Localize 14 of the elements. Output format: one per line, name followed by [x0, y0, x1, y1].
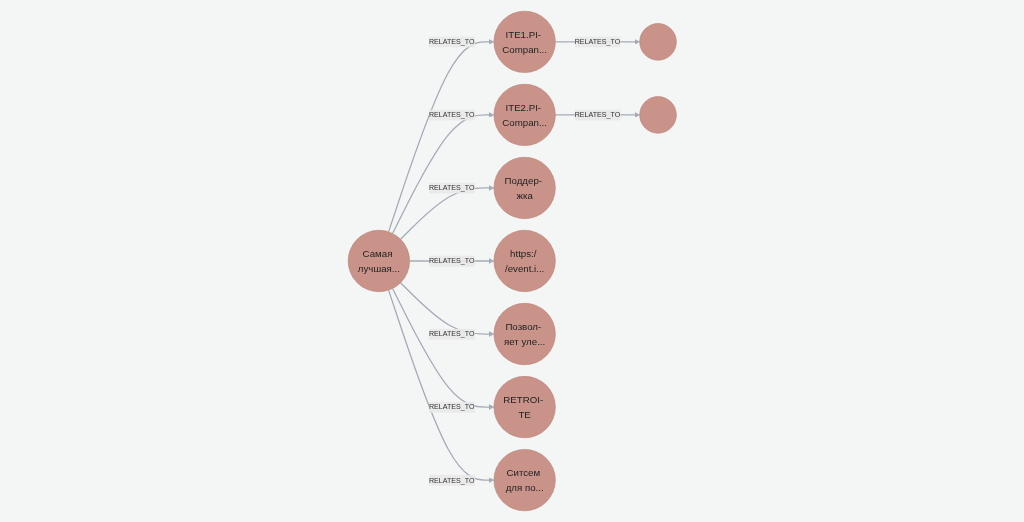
arrow — [391, 287, 494, 410]
arrow — [387, 289, 494, 483]
node-circle: Самая лучшая... — [347, 229, 410, 292]
node-circle: Ситсем для по... — [493, 449, 556, 512]
node-circle: ITE1.PI- Compan... — [493, 10, 556, 73]
arrow — [387, 39, 494, 233]
node-circle: RETROI- TE — [493, 376, 556, 439]
node-circle — [639, 23, 677, 61]
node-circle: https:/ /event.i... — [493, 229, 556, 292]
node-circle: Позвол- яет уле... — [493, 303, 556, 366]
node-circle: Поддер- жка — [493, 156, 556, 219]
arrow — [391, 112, 494, 235]
node-circle — [639, 96, 677, 134]
node-circle: ITE2.PI- Compan... — [493, 83, 556, 146]
